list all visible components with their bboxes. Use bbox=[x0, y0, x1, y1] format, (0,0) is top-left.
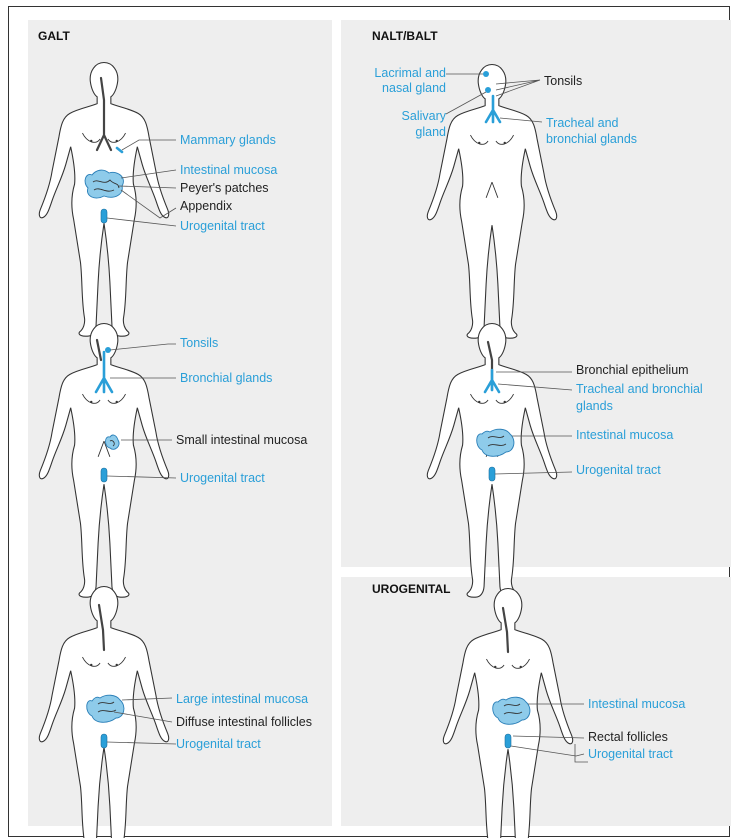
nalt1-label-tonsils: Tonsils bbox=[544, 74, 582, 88]
galt1-label-appendix: Appendix bbox=[180, 199, 233, 213]
urogenital-figure bbox=[443, 589, 588, 838]
nalt1-label-lacrimal-line2: nasal gland bbox=[382, 81, 446, 95]
galt3-label-large-intestinal: Large intestinal mucosa bbox=[176, 692, 308, 706]
nalt-figure-2 bbox=[427, 324, 572, 598]
nalt1-label-lacrimal-line1: Lacrimal and bbox=[374, 66, 446, 80]
nalt1-label-salivary-line1: Salivary bbox=[402, 109, 447, 123]
galt3-label-urogenital: Urogenital tract bbox=[176, 737, 261, 751]
uro-label-intestinal-mucosa: Intestinal mucosa bbox=[588, 697, 685, 711]
galt1-label-urogenital: Urogenital tract bbox=[180, 219, 265, 233]
galt-figure-1 bbox=[39, 63, 176, 337]
nalt2-label-tracheal-line2: glands bbox=[576, 399, 613, 413]
galt2-label-tonsils: Tonsils bbox=[180, 336, 218, 350]
galt2-label-small-intestinal: Small intestinal mucosa bbox=[176, 433, 307, 447]
galt2-label-bronchial-glands: Bronchial glands bbox=[180, 371, 272, 385]
nalt1-label-tracheal-line2: bronchial glands bbox=[546, 132, 637, 146]
galt1-label-peyers-patches: Peyer's patches bbox=[180, 181, 269, 195]
galt1-label-mammary: Mammary glands bbox=[180, 133, 276, 147]
galt-figure-2 bbox=[39, 324, 176, 598]
nalt2-label-urogenital: Urogenital tract bbox=[576, 463, 661, 477]
uro-label-rectal-follicles: Rectal follicles bbox=[588, 730, 668, 744]
nalt2-label-bronchial-epithelium: Bronchial epithelium bbox=[576, 363, 689, 377]
galt2-label-urogenital: Urogenital tract bbox=[180, 471, 265, 485]
nalt2-label-tracheal-line1: Tracheal and bronchial bbox=[576, 382, 703, 396]
galt1-label-intestinal-mucosa: Intestinal mucosa bbox=[180, 163, 277, 177]
uro-label-urogenital: Urogenital tract bbox=[588, 747, 673, 761]
nalt1-label-tracheal-line1: Tracheal and bbox=[546, 116, 619, 130]
galt3-label-diffuse-follicles: Diffuse intestinal follicles bbox=[176, 715, 312, 729]
nalt1-label-salivary-line2: gland bbox=[415, 125, 446, 139]
galt-figure-3 bbox=[39, 587, 176, 838]
nalt2-label-intestinal-mucosa: Intestinal mucosa bbox=[576, 428, 673, 442]
nalt-figure-1 bbox=[427, 65, 556, 339]
